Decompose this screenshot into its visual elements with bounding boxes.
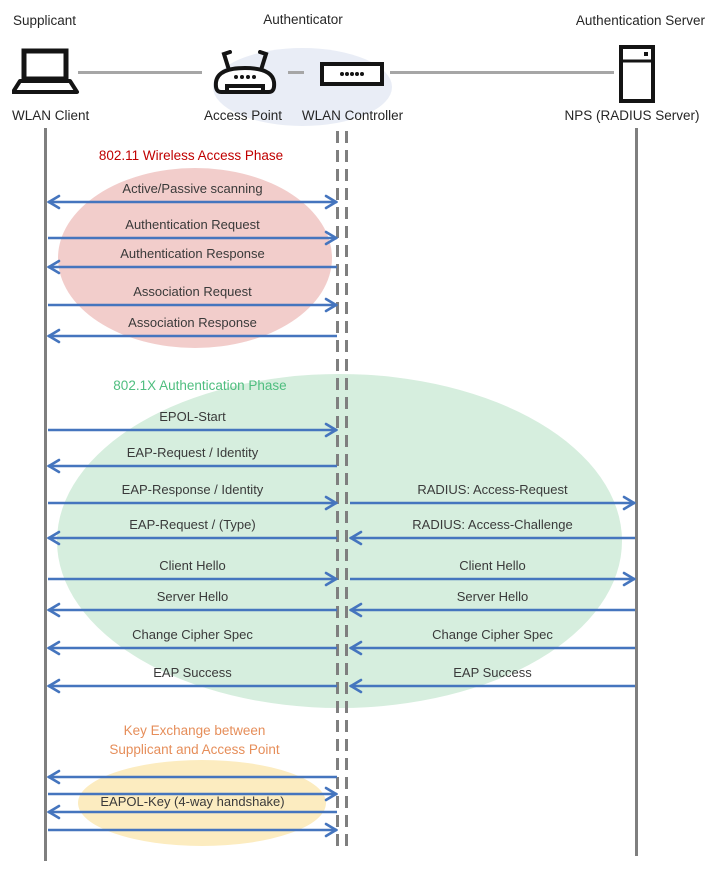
lifeline-wlan-client	[44, 128, 47, 861]
message-arrow	[47, 602, 337, 618]
message-label: EAP Success	[153, 665, 232, 680]
message-arrow	[47, 259, 337, 275]
message-arrow	[47, 804, 337, 820]
message-label: Association Response	[128, 315, 257, 330]
role-authentication-server: Authentication Server	[575, 13, 705, 28]
message-label: Authentication Request	[125, 217, 260, 232]
server-icon	[619, 45, 655, 103]
message-arrow	[47, 328, 337, 344]
message-label: Change Cipher Spec	[132, 627, 253, 642]
phase3-title-line2: Supplicant and Access Point	[109, 742, 280, 757]
message-label: Server Hello	[156, 589, 229, 604]
device-nps-radius-server: NPS (RADIUS Server)	[564, 108, 700, 123]
message-arrow	[349, 602, 635, 618]
message-arrow	[47, 678, 337, 694]
device-access-point: Access Point	[203, 108, 283, 123]
phase3-title-line1: Key Exchange between	[123, 723, 266, 738]
message-arrow	[349, 530, 635, 546]
device-wlan-controller: WLAN Controller	[301, 108, 404, 123]
message-label: RADIUS: Access-Request	[417, 482, 568, 497]
role-authenticator: Authenticator	[263, 12, 343, 27]
message-label: EAP Success	[453, 665, 532, 680]
message-label: EAP-Request / (Type)	[129, 517, 256, 532]
connector-client-ap	[78, 71, 202, 74]
message-arrow	[47, 194, 338, 210]
wlan-controller-icon	[320, 62, 384, 86]
access-point-icon	[213, 50, 277, 94]
message-arrow	[48, 422, 338, 438]
message-label: Server Hello	[456, 589, 529, 604]
message-arrow	[47, 640, 337, 656]
message-label: Association Request	[133, 284, 252, 299]
lifeline-radius-server	[635, 128, 638, 856]
message-label: RADIUS: Access-Challenge	[412, 517, 573, 532]
connector-controller-server	[390, 71, 614, 74]
message-label: EPOL-Start	[159, 409, 226, 424]
message-arrow	[47, 530, 337, 546]
message-arrow	[48, 822, 338, 838]
message-label: Authentication Response	[120, 246, 265, 261]
phase3-title: Key Exchange between Supplicant and Acce…	[42, 721, 347, 759]
message-label: Client Hello	[459, 558, 526, 573]
message-arrow	[48, 230, 338, 246]
phase1-title: 802.11 Wireless Access Phase	[98, 148, 284, 163]
message-label: EAP-Request / Identity	[126, 445, 259, 460]
message-label: Change Cipher Spec	[432, 627, 553, 642]
message-label: EAP-Response / Identity	[121, 482, 264, 497]
message-label: Client Hello	[159, 558, 226, 573]
phase2-title: 802.1X Authentication Phase	[113, 378, 287, 393]
message-arrow	[349, 640, 635, 656]
phase1-ellipse	[58, 168, 332, 348]
laptop-icon	[12, 48, 79, 94]
lifeline-controller-dash-1	[336, 131, 339, 853]
message-arrow	[349, 678, 635, 694]
message-arrow	[48, 297, 338, 313]
device-wlan-client: WLAN Client	[12, 108, 90, 123]
connector-ap-controller	[288, 71, 304, 74]
message-arrow	[47, 458, 337, 474]
role-supplicant: Supplicant	[13, 13, 77, 28]
message-arrow	[350, 495, 636, 511]
message-arrow	[48, 571, 338, 587]
message-arrow	[350, 571, 636, 587]
message-label: Active/Passive scanning	[122, 181, 263, 196]
message-arrow	[48, 495, 338, 511]
phase3-ellipse	[78, 760, 326, 846]
message-arrow	[48, 786, 338, 802]
floating-message-label: EAPOL-Key (4-way handshake)	[100, 794, 285, 809]
message-arrow	[47, 769, 337, 785]
lifeline-controller-dash-2	[345, 131, 348, 853]
